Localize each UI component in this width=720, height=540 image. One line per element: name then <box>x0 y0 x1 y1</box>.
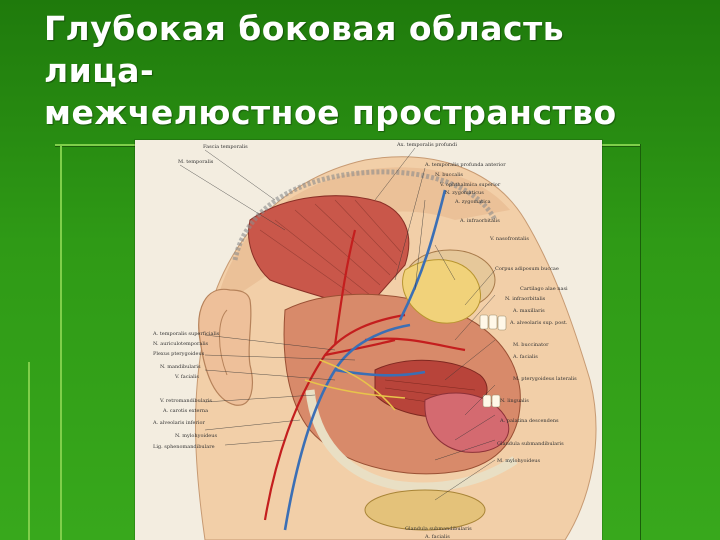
fascia-temporalis <box>232 169 498 261</box>
label-bottom-1: A. facialis <box>424 534 450 540</box>
nerves <box>304 359 406 411</box>
label-bottom-0: Glandula submandibularis <box>405 526 472 532</box>
label-right-17: Glandula submandibularis <box>497 441 564 447</box>
label-left-7: A. alveolaris inferior <box>152 420 206 426</box>
label-left-6: A. carotis externa <box>162 408 208 414</box>
anatomical-illustration: Fascia temporalis M. temporalis Ax. temp… <box>135 140 602 540</box>
teeth <box>479 314 507 408</box>
slide-title: Глубокая боковая область лица- межчелюст… <box>44 8 684 134</box>
label-fascia-temporalis: Fascia temporalis <box>203 144 248 150</box>
title-line-3: межчелюстное пространство <box>44 93 617 132</box>
label-left-5: V. retromandibularis <box>159 398 212 404</box>
arteries <box>263 229 466 521</box>
temporalis-muscle <box>248 195 410 311</box>
label-right-2: V. ophthalmica superior <box>439 182 501 188</box>
label-right-9: Cartilago alae nasi <box>520 286 568 292</box>
label-right-13: A. facialis <box>512 354 538 360</box>
label-right-0: A. temporalis profunda anterior <box>424 162 506 168</box>
label-right-3: N. zygomaticus <box>445 190 484 196</box>
label-left-2: Plexus pterygoideus <box>153 351 205 357</box>
title-line-1: Глубокая боковая область <box>44 9 565 48</box>
label-right-16: A. palatina descendens <box>499 418 559 424</box>
label-aa-temporales: Ax. temporalis profundi <box>396 142 457 148</box>
label-left-8: N. mylohyoideus <box>175 433 217 439</box>
veins <box>283 189 447 531</box>
label-right-5: A. infraorbitalis <box>459 218 500 224</box>
tongue <box>424 392 510 453</box>
label-right-1: N. buccalis <box>435 172 463 178</box>
decor-line-left <box>60 144 62 540</box>
mandible <box>305 389 518 492</box>
label-right-18: M. mylohyoideus <box>497 458 541 464</box>
label-right-8: N. infraorbitalis <box>505 296 546 302</box>
submandibular-gland <box>364 489 486 531</box>
label-right-4: A. zygomatica <box>454 199 491 205</box>
label-m-temporalis: M. temporalis <box>178 159 214 165</box>
label-right-10: A. maxillaris <box>512 308 545 314</box>
label-left-1: N. auriculotemporalis <box>153 341 209 347</box>
label-left-0: A. temporalis superficialis <box>152 331 220 337</box>
decor-line-left-inner <box>28 362 30 540</box>
label-left-9: Lig. sphenomandibulare <box>153 444 215 450</box>
label-right-12: M. buccinator <box>513 342 549 348</box>
ear <box>198 288 253 406</box>
label-left-4: V. facialis <box>174 374 199 380</box>
label-right-6: V. nasofrontalis <box>489 236 529 242</box>
label-left-3: N. mandibularis <box>160 364 201 370</box>
label-right-14: M. pterygoideus lateralis <box>513 376 577 382</box>
label-right-11: A. alveolaris sup. post. <box>509 320 568 326</box>
title-line-2: лица- <box>44 51 155 90</box>
label-right-7: Corpus adiposum buccae <box>495 266 559 272</box>
label-right-15: N. lingualis <box>500 398 529 404</box>
decor-line-right <box>640 144 641 540</box>
